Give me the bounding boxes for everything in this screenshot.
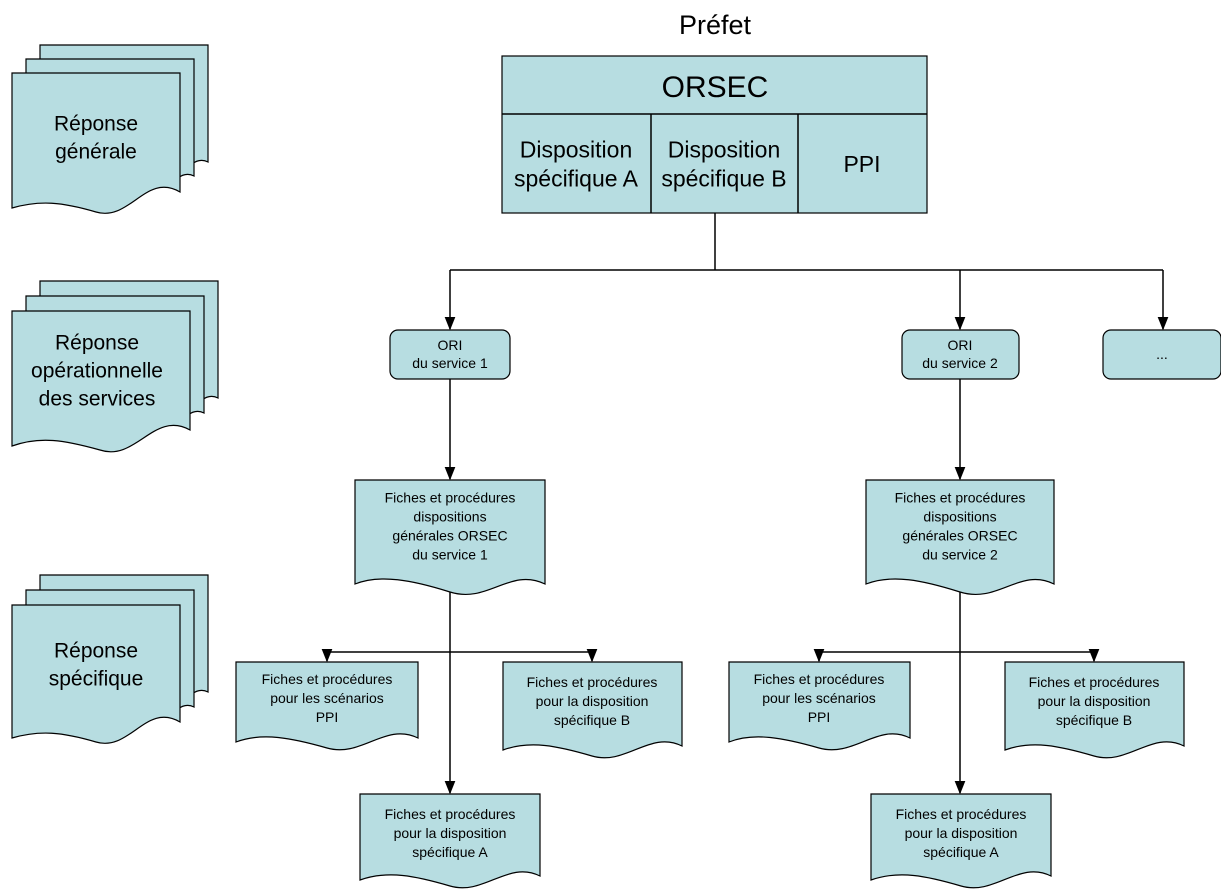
orsec-cell-disposition-b: Disposition spécifique B [661, 137, 786, 192]
orsec-cell-ppi: PPI [843, 151, 880, 177]
label-line: pour la disposition [536, 693, 649, 709]
label-line: Disposition [520, 137, 633, 163]
service-2-disp-a-sheets: Fiches et procédures pour la disposition s… [870, 793, 1052, 889]
ori-service-2-label: ORI du service 2 [922, 337, 998, 371]
label-line: Fiches et procédures [385, 806, 516, 822]
label-line: du service 1 [412, 546, 488, 562]
label-line: pour les scénarios [762, 690, 876, 706]
label-line: du service 1 [412, 355, 488, 371]
label-line: spécifique B [554, 712, 630, 728]
label-line: pour la disposition [1038, 693, 1151, 709]
label-line: spécifique B [661, 166, 786, 192]
orsec-title: ORSEC [662, 71, 769, 104]
legend-label-operational: Réponse opérationnelle des services [31, 331, 163, 410]
label-line: Réponse [55, 331, 139, 354]
label-line: Fiches et procédures [262, 671, 393, 687]
label-line: PPI [843, 151, 880, 177]
label-line: PPI [808, 709, 831, 725]
label-line: générales ORSEC [392, 527, 507, 543]
label-line: pour la disposition [394, 825, 507, 841]
orsec-plan-box: ORSEC Disposition spécifique A Dispositio… [501, 55, 928, 214]
legend-level-general: Réponse générale [11, 44, 209, 214]
label-line: Fiches et procédures [895, 489, 1026, 505]
service-1-general-sheets-label: Fiches et procédures dispositions générale… [385, 489, 516, 562]
connectors [321, 213, 1169, 795]
label-line: spécifique A [412, 844, 488, 860]
label-line: pour la disposition [905, 825, 1018, 841]
orsec-outer-box [501, 55, 928, 214]
label-line: Fiches et procédures [385, 489, 516, 505]
label-line: du service 2 [922, 355, 998, 371]
service-1-general-sheets: Fiches et procédures dispositions générale… [354, 479, 546, 595]
service-2-disp-b-sheets-label: Fiches et procédures pour la disposition s… [1029, 674, 1160, 728]
service-1-disp-a-sheets: Fiches et procédures pour la disposition s… [359, 793, 541, 889]
ori-service-1-label: ORI du service 1 [412, 337, 488, 371]
service-1-disp-a-sheets-label: Fiches et procédures pour la disposition s… [385, 806, 516, 860]
label-line: PPI [316, 709, 339, 725]
service-2-disp-b-sheets: Fiches et procédures pour la disposition s… [1004, 661, 1185, 759]
other-service-label: ... [1156, 346, 1168, 362]
legend-level-specific: Réponse spécifique [11, 574, 209, 744]
label-line: du service 2 [922, 546, 998, 562]
service-2-general-sheets: Fiches et procédures dispositions générale… [865, 479, 1055, 595]
label-line: dispositions [413, 508, 486, 524]
label-line: Réponse [54, 112, 138, 135]
legend-label-general: Réponse générale [54, 112, 138, 163]
label-line: générales ORSEC [902, 527, 1017, 543]
label-line: ORI [948, 337, 973, 353]
label-line: ORI [438, 337, 463, 353]
label-line: opérationnelle [31, 359, 163, 382]
label-line: spécifique B [1056, 712, 1132, 728]
label-line: Fiches et procédures [527, 674, 658, 690]
label-line: des services [39, 387, 156, 410]
ori-service-2: ORI du service 2 [901, 329, 1020, 380]
ori-service-1: ORI du service 1 [389, 329, 511, 380]
legend-label-specific: Réponse spécifique [49, 639, 144, 690]
label-line: spécifique [49, 667, 144, 690]
prefet-label: Préfet [679, 10, 752, 40]
label-line: spécifique A [923, 844, 999, 860]
label-line: pour les scénarios [270, 690, 384, 706]
orsec-cell-disposition-a: Disposition spécifique A [514, 137, 639, 192]
label-line: générale [55, 140, 137, 163]
legend-level-operational: Réponse opérationnelle des services [11, 280, 219, 453]
label-line: dispositions [923, 508, 996, 524]
service-1-disp-b-sheets-label: Fiches et procédures pour la disposition s… [527, 674, 658, 728]
label-line: spécifique A [514, 166, 639, 192]
service-1-disp-b-sheets: Fiches et procédures pour la disposition s… [502, 661, 683, 759]
label-line: Fiches et procédures [1029, 674, 1160, 690]
service-2-disp-a-sheets-label: Fiches et procédures pour la disposition s… [896, 806, 1027, 860]
label-line: Disposition [668, 137, 781, 163]
label-line: Réponse [54, 639, 138, 662]
service-2-general-sheets-label: Fiches et procédures dispositions générale… [895, 489, 1026, 562]
other-service-box: ... [1102, 329, 1221, 380]
label-line: Fiches et procédures [896, 806, 1027, 822]
label-line: Fiches et procédures [754, 671, 885, 687]
